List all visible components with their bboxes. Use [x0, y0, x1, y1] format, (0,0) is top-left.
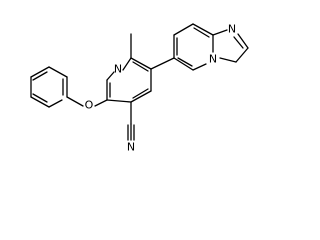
bond	[237, 33, 249, 49]
imidazopyridine-six-ring	[173, 23, 214, 71]
bond	[48, 99, 63, 108]
bond	[66, 96, 84, 107]
bond	[192, 63, 207, 71]
molecule-structure: O N N N N	[30, 23, 249, 154]
phenyl-ring	[30, 66, 68, 108]
ether-oxygen-label: O	[85, 99, 94, 112]
bond	[235, 47, 249, 63]
bond	[193, 27, 210, 38]
bond	[132, 88, 149, 99]
bond	[177, 57, 193, 67]
pyridine-nitrogen-label: N	[114, 63, 122, 76]
bond	[32, 71, 48, 81]
bond	[192, 23, 214, 36]
imidazole-nitrogen-label: N	[228, 23, 236, 36]
bond	[48, 66, 68, 78]
bond	[173, 57, 194, 71]
bridgehead-nitrogen-label: N	[209, 53, 217, 66]
bond	[106, 71, 115, 81]
bond	[130, 57, 152, 70]
bond	[32, 93, 48, 103]
bond	[212, 29, 228, 36]
bond	[233, 36, 244, 49]
bond	[30, 96, 50, 108]
bond	[94, 99, 108, 107]
pyridine-ring	[106, 57, 152, 103]
bond	[106, 99, 132, 103]
nitrile-nitrogen-label: N	[127, 141, 135, 154]
bond	[122, 57, 132, 71]
bond	[30, 66, 50, 78]
bond	[130, 90, 152, 103]
imidazole-ring	[212, 29, 249, 63]
bond	[219, 57, 237, 63]
bond	[150, 57, 175, 70]
bond	[173, 23, 194, 36]
bond	[132, 61, 149, 72]
